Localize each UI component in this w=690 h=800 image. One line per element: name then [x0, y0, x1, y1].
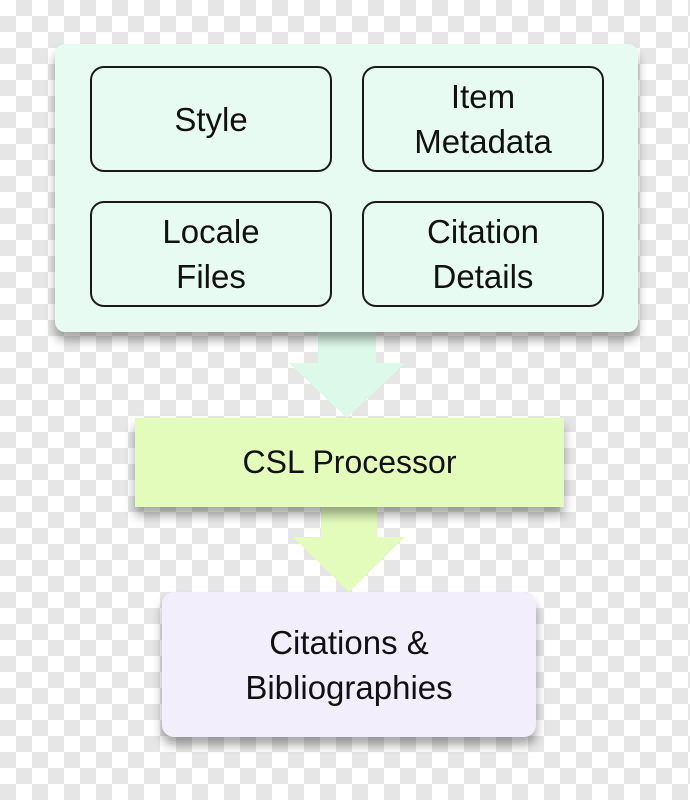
processor-label: CSL Processor	[242, 444, 457, 480]
input-style-box: Style	[90, 66, 332, 172]
input-panel: Style Item Metadata Locale Files Citatio…	[55, 44, 638, 332]
input-item-metadata-label: Item Metadata	[414, 78, 552, 160]
arrow-inputs-to-processor	[289, 330, 405, 418]
input-item-metadata-box: Item Metadata	[362, 66, 604, 172]
processor-box: CSL Processor	[135, 418, 564, 507]
output-label: Citations & Bibliographies	[245, 623, 453, 706]
input-citation-details-box: Citation Details	[362, 201, 604, 307]
input-style-label: Style	[174, 100, 248, 138]
input-locale-files-box: Locale Files	[90, 201, 332, 307]
input-locale-files-label: Locale Files	[162, 213, 260, 295]
output-box: Citations & Bibliographies	[162, 592, 536, 737]
arrow-processor-to-output	[293, 505, 405, 592]
input-citation-details-label: Citation Details	[427, 213, 539, 295]
